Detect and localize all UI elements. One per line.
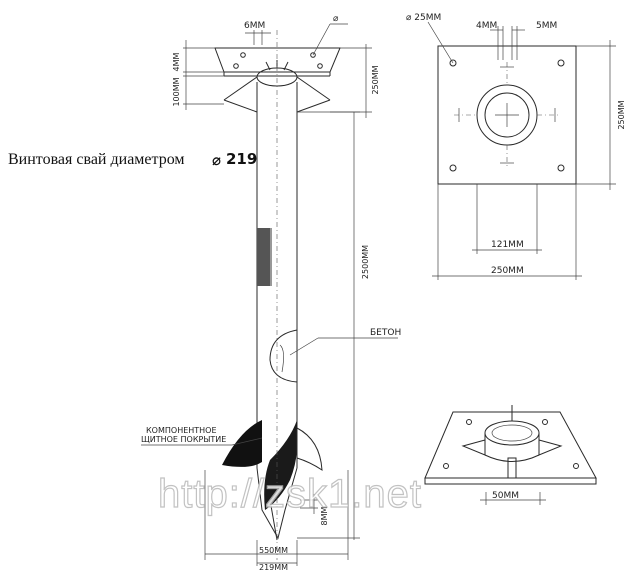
dim-label-2500mm: 2500MM: [361, 245, 370, 279]
plate-hole-br: [557, 164, 565, 172]
plate-hole-bl: [449, 164, 457, 172]
iso-pipe-top: [484, 420, 540, 446]
dim-label-hole: ⌀: [333, 14, 339, 24]
plate-hole-tl: [449, 59, 457, 67]
dim-label-219mm: 219MM: [259, 563, 288, 572]
label-coating-line1: КОМПОНЕНТНОЕ: [146, 426, 217, 435]
dim-label-6mm: 6MM: [244, 21, 265, 31]
diameter-symbol: ⌀: [212, 151, 221, 169]
pipe-marking-band: [257, 228, 270, 286]
label-concrete: БЕТОН: [370, 328, 401, 338]
plate-iso-view: 50MM: [424, 405, 597, 505]
concrete-cutaway: [269, 329, 298, 383]
label-coating-line2: ЩИТНОЕ ПОКРЫТИЕ: [141, 435, 226, 444]
dim-label-250mm-horizontal: 250MM: [491, 266, 524, 276]
caption-text: Винтовая свай диаметром: [8, 151, 185, 168]
dim-label-8mm: 8MM: [320, 506, 329, 525]
pile-tip: [256, 467, 298, 540]
plate-hole-tr: [557, 59, 565, 67]
plate-outline: [437, 45, 577, 185]
dim-label-rib-4mm: 4MM: [476, 21, 497, 31]
dim-label-250mm-pile: 250MM: [371, 65, 380, 94]
dim-label-550mm: 550MM: [259, 546, 288, 555]
dim-label-121mm: 121MM: [491, 240, 524, 250]
helix-blade-main: [264, 420, 297, 510]
watermark: http://zsk1.net: [158, 472, 422, 516]
dim-label-rib-5mm: 5MM: [536, 21, 557, 31]
plate-pipe-inner: [484, 92, 530, 138]
iso-plate-edge: [424, 477, 597, 485]
dim-label-100mm: 100MM: [172, 77, 181, 106]
plate-top-view: ⌀ 25MM 4MM 5MM 250MM 121MM 250MM: [406, 13, 626, 280]
dim-label-4mm: 4MM: [172, 52, 181, 71]
helix-blade-left: [222, 420, 262, 467]
dim-label-250mm-vertical: 250MM: [617, 100, 626, 129]
dim-label-50mm: 50MM: [492, 491, 519, 501]
screw-pile-drawing: 6MM ⌀ 4MM 100MM 250MM 2500MM БЕТОН КОМПО…: [141, 14, 401, 572]
caption: Винтовая свай диаметром ⌀ 219: [8, 150, 257, 169]
dim-label-hole-25mm: ⌀ 25MM: [406, 13, 441, 23]
caption-diameter: 219: [226, 150, 257, 168]
